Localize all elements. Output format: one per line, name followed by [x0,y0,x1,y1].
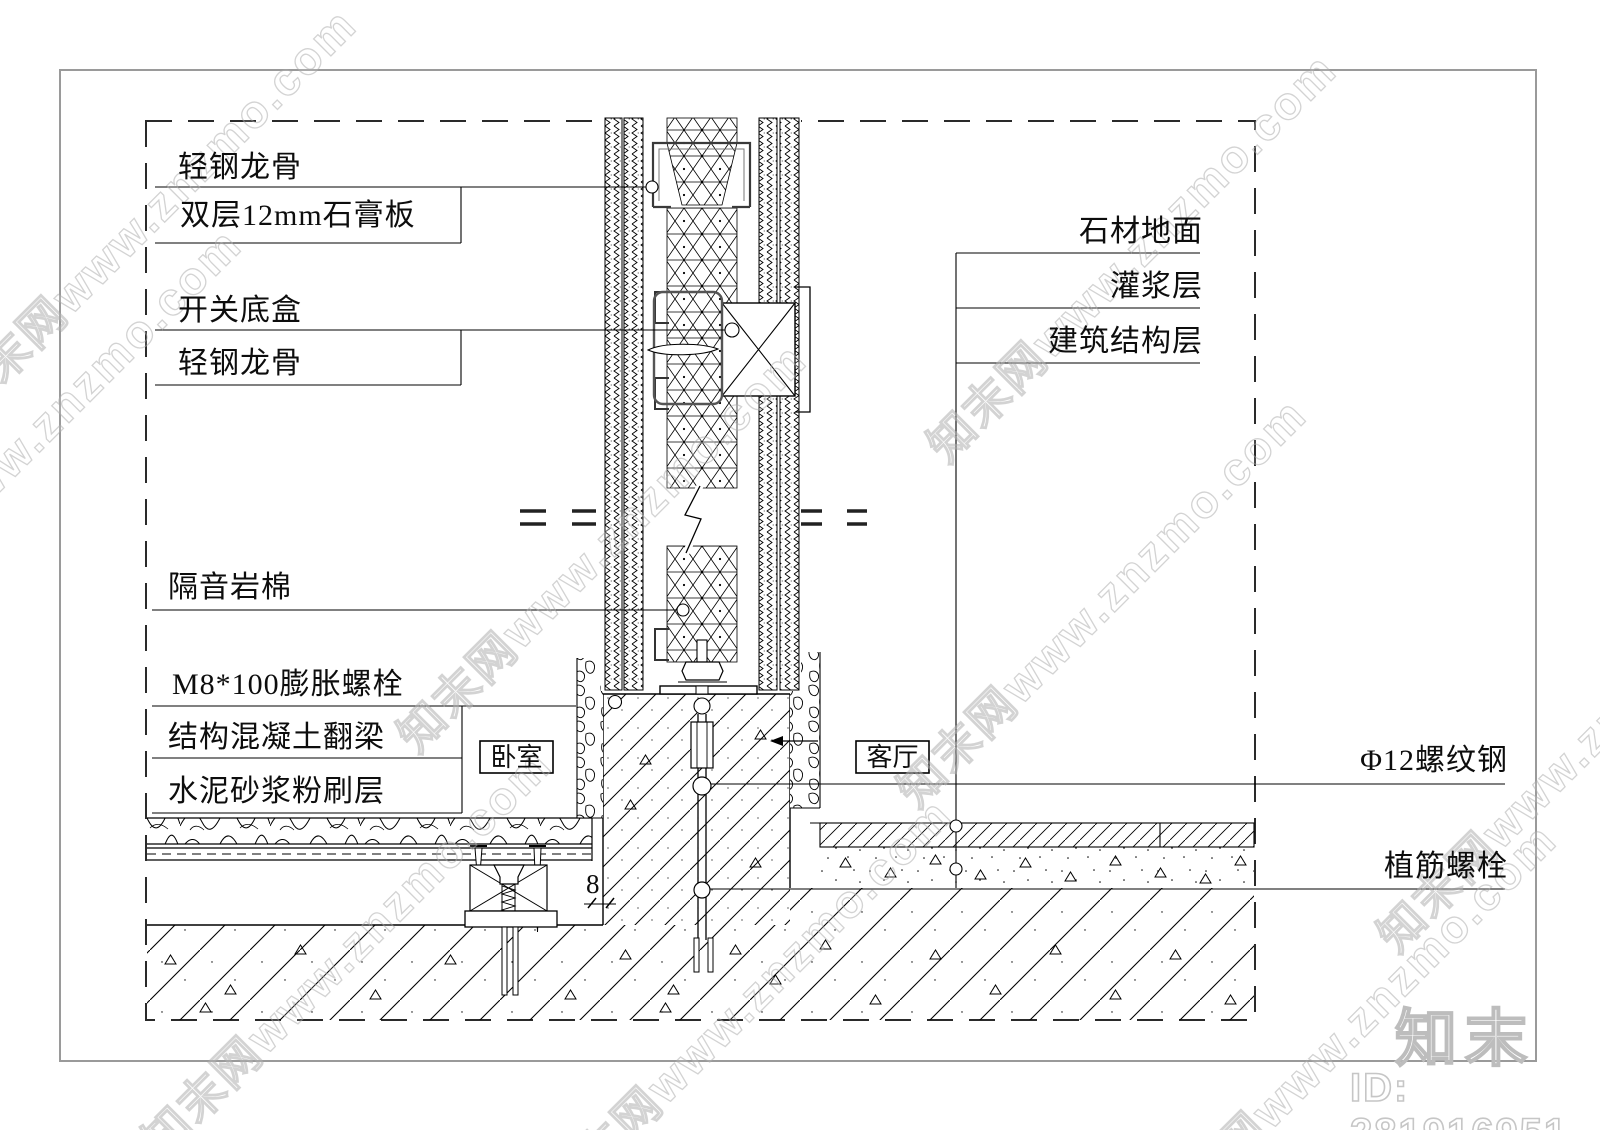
gap-dimension: 8 [586,869,600,899]
label-grout-layer: 灌浆层 [1110,270,1203,303]
label-concrete-beam: 结构混凝土翻梁 [168,721,385,754]
document-id: ID: 281916951 [1349,1065,1567,1130]
drawing-frame [59,69,1537,1062]
label-expansion-bolt: M8*100膨胀螺栓 [172,668,404,701]
label-switch-box: 开关底盒 [178,294,302,327]
label-threaded-steel: Φ12螺纹钢 [1360,744,1508,777]
label-rock-wool: 隔音岩棉 [168,571,292,604]
label-stone-floor: 石材地面 [1079,215,1203,248]
room-label-living: 客厅 [866,743,919,772]
label-structure-layer: 建筑结构层 [1048,325,1203,358]
label-steel-keel-top: 轻钢龙骨 [178,151,302,184]
room-label-bedroom: 卧室 [490,743,543,772]
znzmo-logo: 知末 [1394,1004,1536,1075]
label-cement-plaster: 水泥砂浆粉刷层 [168,775,385,808]
label-steel-keel-mid: 轻钢龙骨 [178,347,302,380]
label-planted-bolt: 植筋螺栓 [1384,850,1508,883]
label-gypsum-board: 双层12mm石膏板 [180,199,416,232]
